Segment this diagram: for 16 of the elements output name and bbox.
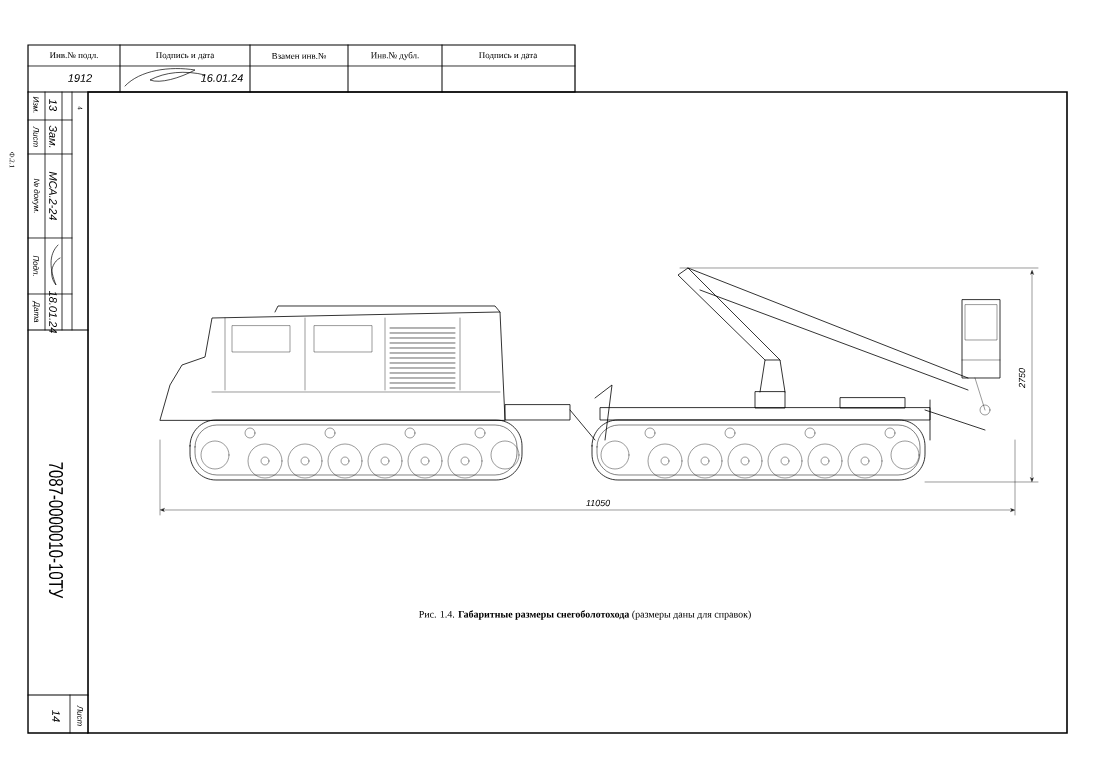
document-number: 7087-0000010-10ТУ — [48, 462, 64, 599]
handwritten-entry: 16.01.24 — [200, 74, 243, 82]
table-header: Подпись и дата — [156, 52, 215, 60]
dimension-value: 2750 — [1018, 368, 1026, 388]
handwritten-entry: 1912 — [68, 74, 93, 82]
sheet-number: 14 — [52, 710, 60, 722]
handwritten-entry: 18.01.24 — [49, 290, 57, 333]
dimension-value: 11050 — [586, 499, 611, 507]
table-header: Инв.№ подл. — [49, 52, 98, 60]
table-header: Инв.№ дубл. — [371, 51, 419, 61]
handwritten-entry: МСА.2-24 — [49, 171, 57, 221]
handwritten-entry: 13 — [49, 99, 57, 111]
handwritten-entry: Зам. — [49, 125, 57, 148]
figure-caption: Рис. 1.4. Габаритные размеры снегоболотохода (размеры даны для справок) — [419, 610, 751, 620]
table-header: Подпись и дата — [479, 52, 538, 60]
table-header: Взамен инв.№ — [271, 53, 327, 59]
